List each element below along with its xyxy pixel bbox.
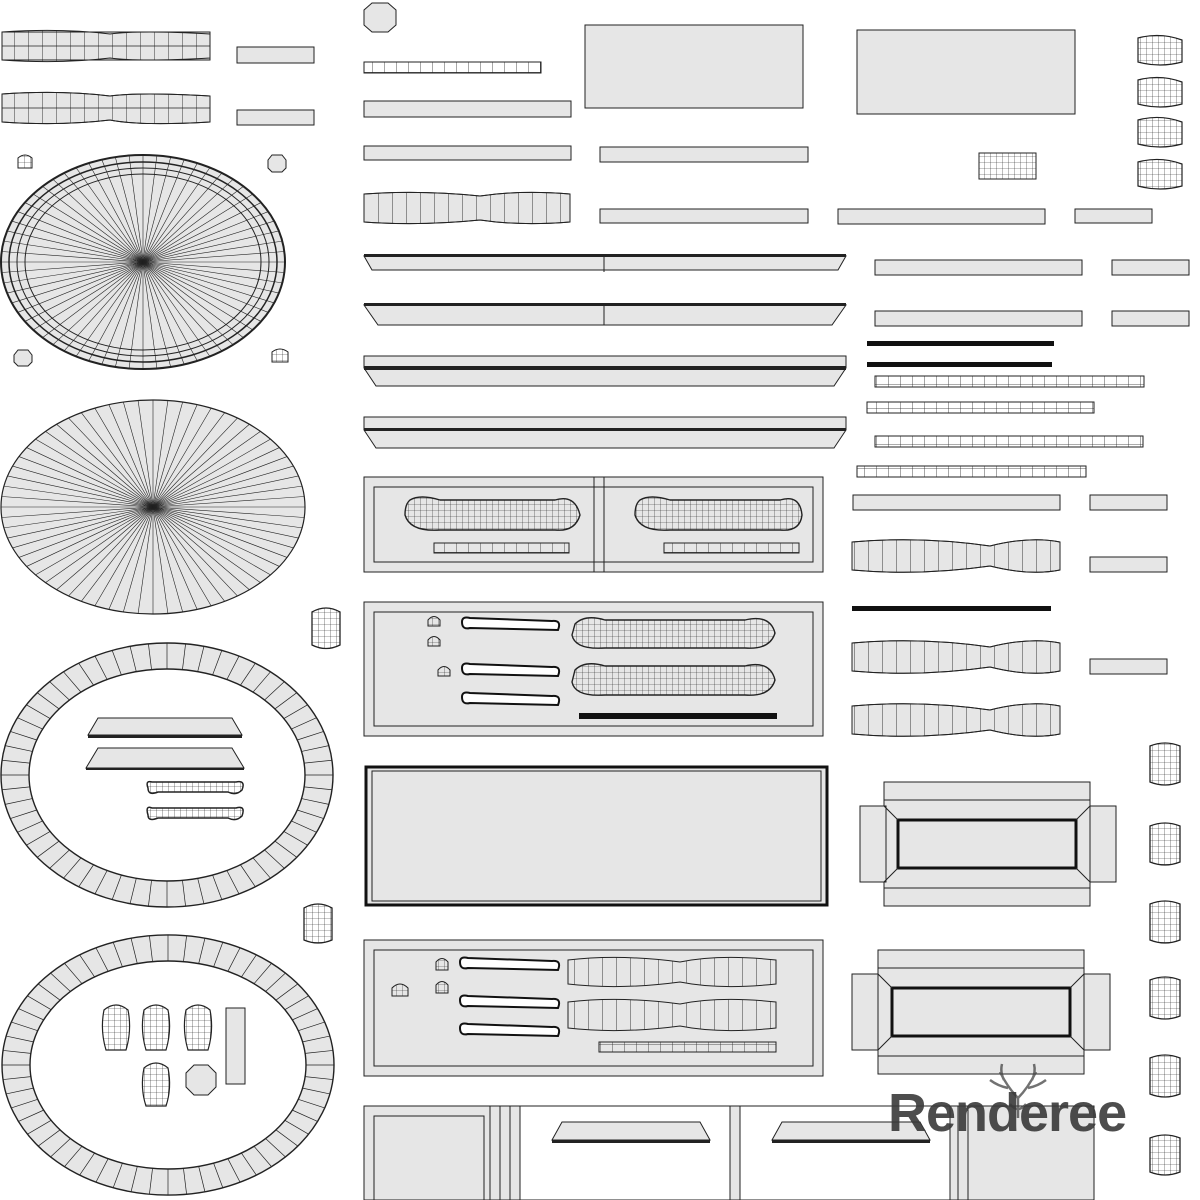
rail-uv-13: [1089, 556, 1168, 573]
foot-block-uv-2: [303, 903, 333, 944]
oval-radial-mesh-1: [0, 154, 286, 370]
foot-stack-top-right: [1137, 34, 1183, 190]
rail-uv-10: [1111, 310, 1190, 327]
oval-radial-mesh-2: [0, 399, 306, 615]
foot-block-uv-1: [311, 607, 341, 650]
frame-uv-2: [851, 949, 1111, 1075]
oval-ring-uv-2: [1, 934, 335, 1196]
baluster-uv-right-2: [851, 640, 1061, 674]
rail-uv-3: [599, 146, 809, 163]
baluster-uv-top-2: [1, 91, 211, 125]
rail-uv-7: [874, 259, 1083, 276]
baluster-uv-right-1: [851, 539, 1061, 573]
top-panel-uv: [364, 765, 829, 907]
drawer-front-uv-1: [363, 476, 824, 573]
renderee-watermark: Renderee: [888, 1063, 1148, 1162]
segmented-strip-5: [856, 465, 1087, 478]
crown-moulding-1: [363, 254, 847, 272]
segmented-strip-3: [866, 401, 1095, 414]
oval-ring-uv-1: [0, 642, 334, 908]
frame-uv-1: [859, 781, 1117, 907]
crown-moulding-2: [363, 303, 847, 326]
feet-inside-ring: [101, 1004, 246, 1107]
thin-bar-1: [867, 341, 1054, 346]
deer-antlers-icon: [989, 1063, 1047, 1118]
baluster-uv-top-1: [1, 29, 211, 63]
rail-uv-12: [1089, 494, 1168, 511]
striped-block-uv: [978, 152, 1037, 180]
watermark-text: Renderee: [888, 1083, 1127, 1143]
crown-moulding-4: [363, 416, 847, 449]
rail-uv-5: [837, 208, 1046, 225]
moulding-inside-ring: [85, 717, 245, 821]
rail-uv-2: [363, 145, 572, 161]
strip-uv-a: [236, 46, 315, 64]
carcass-uv-bottom: [363, 1105, 1095, 1200]
strip-uv-b: [236, 109, 315, 126]
baluster-uv-mid: [363, 191, 571, 225]
thin-bar-2: [867, 362, 1052, 367]
crown-moulding-3: [363, 355, 847, 387]
segmented-strip-1: [363, 61, 542, 74]
segmented-strip-4: [874, 435, 1144, 448]
rail-uv-1: [363, 100, 572, 118]
rail-uv-8: [1111, 259, 1190, 276]
segmented-strip-2: [874, 375, 1145, 388]
panel-uv-2: [856, 29, 1076, 115]
octagon-top-uv: [363, 2, 397, 33]
panel-uv-1: [584, 24, 804, 109]
baluster-uv-right-3: [851, 703, 1061, 737]
rail-uv-4: [599, 208, 809, 224]
small-piece-uv-2: [271, 348, 289, 363]
rail-uv-11: [852, 494, 1061, 511]
octagon-small-uv: [267, 154, 287, 173]
octagon-small-uv-2: [13, 349, 33, 367]
rail-uv-9: [874, 310, 1083, 327]
drawer-front-uv-2: [363, 601, 824, 737]
drawer-front-uv-3: [363, 939, 824, 1077]
small-piece-uv: [17, 154, 33, 169]
rail-uv-14: [1089, 658, 1168, 675]
thin-bar-3: [852, 606, 1051, 611]
rail-uv-6: [1074, 208, 1153, 224]
foot-stack-right: [1149, 742, 1181, 1176]
